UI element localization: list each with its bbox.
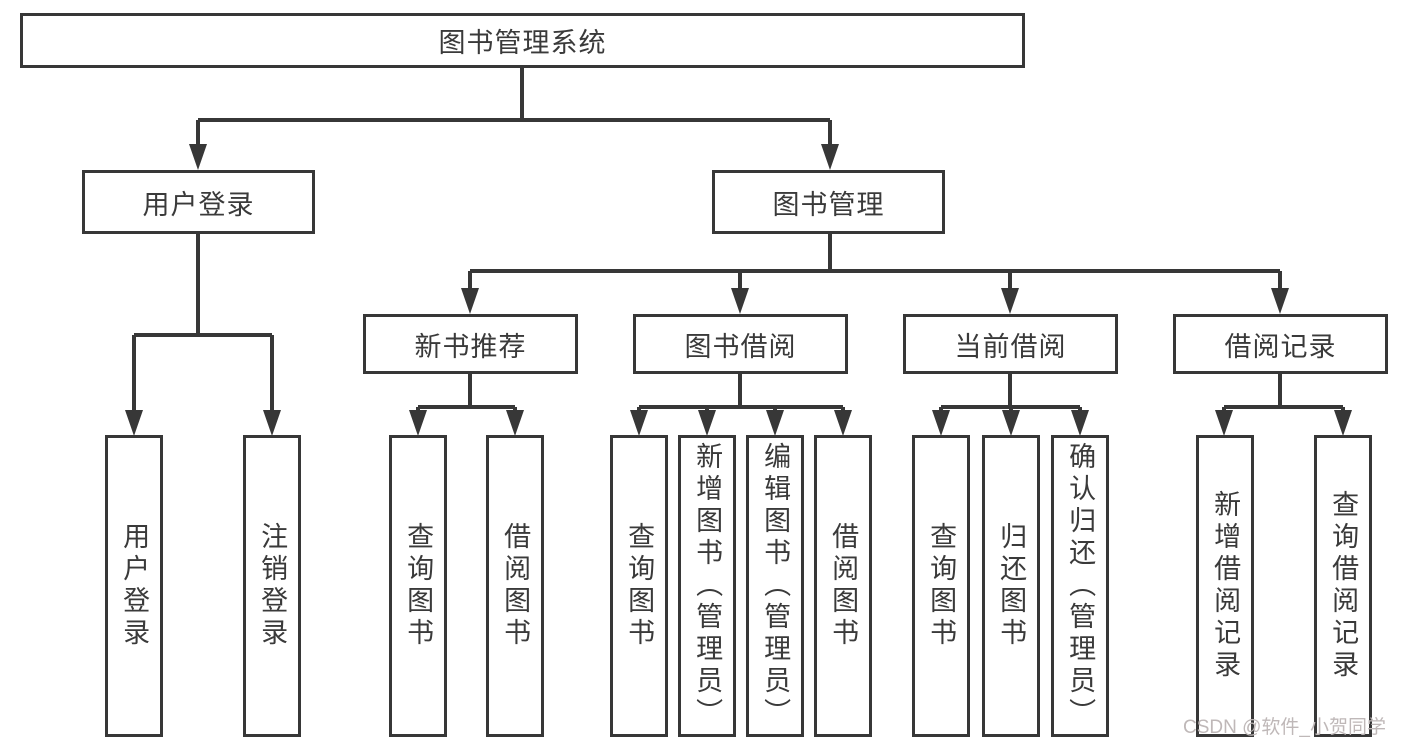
node-borrowing-records: 借阅记录 [1173, 314, 1388, 374]
leaf-label: 查询图书 [624, 522, 655, 650]
node-book-borrowing: 图书借阅 [633, 314, 848, 374]
leaf-confirm-return-admin: 确认归还（管理员） [1051, 435, 1109, 737]
leaf-label: 借阅图书 [828, 522, 859, 650]
csdn-watermark: CSDN @软件_小贺同学 [1183, 717, 1386, 738]
node-current-borrowing: 当前借阅 [903, 314, 1118, 374]
leaf-user-login: 用户登录 [105, 435, 163, 737]
node-user-login: 用户登录 [82, 170, 315, 234]
leaf-edit-book-admin: 编辑图书（管理员） [746, 435, 804, 737]
node-library-management-system: 图书管理系统 [20, 13, 1025, 68]
leaf-add-borrow-record: 新增借阅记录 [1196, 435, 1254, 737]
leaf-label: 注销登录 [257, 522, 288, 650]
leaf-query-books-borrowing: 查询图书 [610, 435, 668, 737]
leaf-label: 查询图书 [926, 522, 957, 650]
leaf-label: 查询借阅记录 [1328, 490, 1359, 682]
leaf-label: 确认归还（管理员） [1065, 442, 1096, 730]
leaf-borrow-books-borrowing: 借阅图书 [814, 435, 872, 737]
node-new-book-recommend: 新书推荐 [363, 314, 578, 374]
leaf-query-books-newbook: 查询图书 [389, 435, 447, 737]
leaf-label: 新增借阅记录 [1210, 490, 1241, 682]
leaf-borrow-books-newbook: 借阅图书 [486, 435, 544, 737]
leaf-label: 新增图书（管理员） [692, 442, 723, 730]
leaf-return-books: 归还图书 [982, 435, 1040, 737]
leaf-label: 编辑图书（管理员） [760, 442, 791, 730]
leaf-label: 归还图书 [996, 522, 1027, 650]
leaf-label: 用户登录 [119, 522, 150, 650]
leaf-label: 查询图书 [403, 522, 434, 650]
leaf-query-books-current: 查询图书 [912, 435, 970, 737]
leaf-logout: 注销登录 [243, 435, 301, 737]
leaf-query-borrow-record: 查询借阅记录 [1314, 435, 1372, 737]
node-book-management: 图书管理 [712, 170, 945, 234]
leaf-add-book-admin: 新增图书（管理员） [678, 435, 736, 737]
leaf-label: 借阅图书 [500, 522, 531, 650]
